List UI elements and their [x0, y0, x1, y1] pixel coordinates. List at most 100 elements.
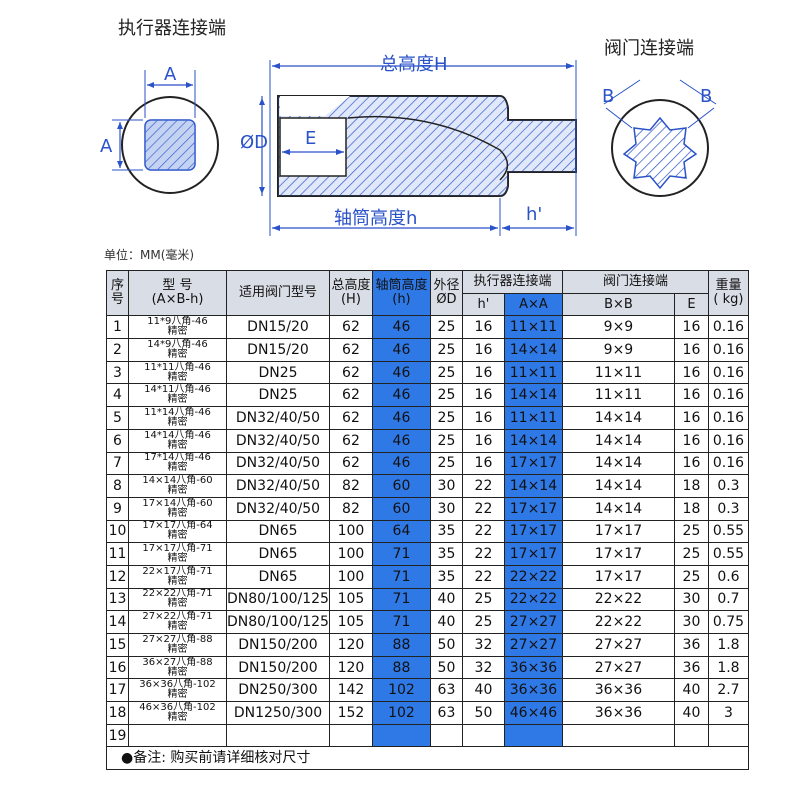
cell-kg: 0.16 — [707, 360, 749, 385]
cell-h: 60 — [371, 474, 431, 498]
cell-e: 30 — [673, 587, 709, 612]
cell-d: 63 — [429, 678, 463, 703]
header-total-h-sub: (H) — [340, 292, 361, 308]
cell-kg: 0.75 — [707, 610, 749, 634]
cell-kg — [707, 723, 749, 748]
header-valve-group: 阀门连接端 — [561, 270, 709, 294]
cell-axa: 27×27 — [503, 633, 563, 657]
cell-axa: 17×17 — [503, 519, 563, 544]
cell-n: 18 — [106, 701, 129, 725]
cell-h: 46 — [371, 451, 431, 476]
cell-axa — [503, 723, 563, 748]
cell-hp: 16 — [461, 338, 505, 362]
cell-h: 71 — [371, 542, 431, 566]
model-grade: 精密 — [167, 666, 188, 678]
cell-d: 50 — [429, 633, 463, 657]
cell-kg: 1.8 — [707, 633, 749, 657]
cell-axa: 14×14 — [503, 428, 563, 453]
header-valve-type: 适用阀门型号 — [226, 269, 330, 317]
cell-valve: DN250/300 — [226, 678, 330, 703]
cell-h: 46 — [371, 360, 431, 385]
cell-n: 17 — [106, 678, 129, 703]
model-code: 27×27八角-88 — [142, 633, 213, 645]
cell-valve — [226, 723, 330, 748]
header-sleeve-h-sub: (h) — [392, 292, 411, 308]
cell-axa: 17×17 — [503, 496, 563, 521]
header-total-h-label: 总高度 — [331, 278, 371, 294]
cell-axa: 36×36 — [503, 678, 563, 703]
model-grade: 精密 — [167, 462, 188, 474]
cell-valve: DN25 — [226, 360, 330, 385]
cell-h: 46 — [371, 383, 431, 408]
cell-d: 25 — [429, 338, 463, 362]
cell-valve: DN32/40/50 — [226, 474, 330, 498]
header-sleeve-h: 轴筒高度(h) — [371, 269, 431, 317]
cell-e: 25 — [673, 542, 709, 566]
model-grade: 精密 — [167, 485, 188, 497]
cell-hp: 16 — [461, 451, 505, 476]
model-grade: 精密 — [167, 575, 188, 587]
cell-axa: 36×36 — [503, 655, 563, 680]
cell-n: 16 — [106, 655, 129, 680]
header-weight-sub: ( kg) — [713, 292, 744, 308]
dim-b-right: B — [700, 86, 713, 107]
cell-valve: DN32/40/50 — [226, 406, 330, 430]
cell-d: 25 — [429, 451, 463, 476]
header-weight: 重量( kg) — [707, 269, 749, 317]
cell-e: 16 — [673, 406, 709, 430]
cell-e: 18 — [673, 474, 709, 498]
total-height-label: 总高度H — [380, 54, 448, 75]
model-code: 14*9八角-46 — [147, 338, 208, 350]
cell-h: 88 — [371, 655, 431, 680]
dim-b-left: B — [602, 86, 615, 107]
cell-h: 102 — [371, 678, 431, 703]
model-grade: 精密 — [167, 348, 188, 360]
cell-valve: DN65 — [226, 542, 330, 566]
cell-h: 71 — [371, 587, 431, 612]
cell-hp: 16 — [461, 406, 505, 430]
model-grade: 精密 — [167, 598, 188, 610]
cell-valve: DN150/200 — [226, 655, 330, 680]
header-model-sub: (A×B-h) — [151, 292, 204, 308]
cell-e: 16 — [673, 451, 709, 476]
cell-bxb — [561, 723, 675, 748]
cell-d: 40 — [429, 610, 463, 634]
header-sleeve-h-label: 轴筒高度 — [375, 278, 428, 294]
cell-d: 50 — [429, 655, 463, 680]
cell-axa: 22×22 — [503, 587, 563, 612]
actuator-end-view — [112, 70, 219, 194]
cell-e: 40 — [673, 678, 709, 703]
dim-a-top: A — [164, 64, 177, 85]
cell-d: 25 — [429, 360, 463, 385]
cell-d: 63 — [429, 701, 463, 725]
cell-d: 25 — [429, 428, 463, 453]
cell-h: 82 — [328, 474, 373, 498]
cell-bxb: 14×14 — [561, 474, 675, 498]
cell-axa: 11×11 — [503, 315, 563, 340]
cell-hp: 22 — [461, 519, 505, 544]
cell-d: 25 — [429, 383, 463, 408]
cell-h — [328, 723, 373, 748]
cell-d: 25 — [429, 406, 463, 430]
cell-axa: 14×14 — [503, 338, 563, 362]
cell-e: 16 — [673, 315, 709, 340]
cell-bxb: 22×22 — [561, 587, 675, 612]
cell-e: 36 — [673, 633, 709, 657]
cell-valve: DN65 — [226, 519, 330, 544]
header-weight-label: 重量 — [715, 278, 742, 294]
cell-n: 10 — [106, 519, 129, 544]
cell-h: 64 — [371, 519, 431, 544]
cell-e: 30 — [673, 610, 709, 634]
cell-hp: 32 — [461, 655, 505, 680]
cell-kg: 0.16 — [707, 383, 749, 408]
header-model: 型 号(A×B-h) — [128, 269, 227, 317]
cell-h: 100 — [328, 519, 373, 544]
